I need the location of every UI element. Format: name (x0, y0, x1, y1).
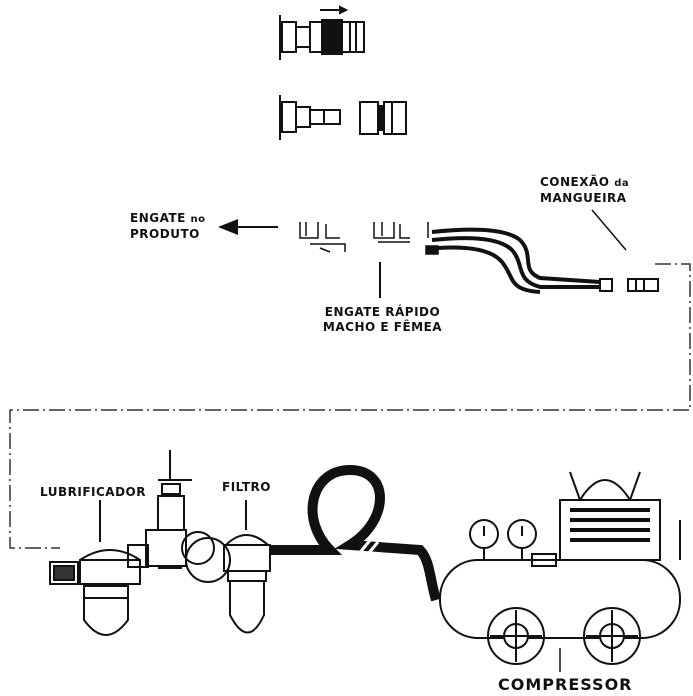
label-engate-rapido: ENGATE RÁPIDO MACHO E FÊMEA (310, 305, 455, 335)
conexao-da: da (614, 178, 629, 189)
coupling-connected (280, 7, 364, 60)
lubricator-unit (50, 500, 148, 635)
engate-produto-no: no (191, 214, 206, 225)
label-lubrificador: LUBRIFICADOR (40, 485, 146, 500)
label-compressor: COMPRESSOR (498, 675, 633, 695)
engate-produto-line2: PRODUTO (130, 227, 200, 241)
engate-rapido-line1: ENGATE RÁPIDO (325, 305, 440, 319)
small-couplers (300, 222, 438, 254)
filter-unit (224, 500, 270, 633)
compressor-unit (440, 472, 680, 664)
main-hose (270, 470, 436, 600)
engate-produto-word: ENGATE (130, 211, 186, 225)
conexao-word: CONEXÃO (540, 175, 610, 189)
hose-connector (600, 279, 658, 291)
label-conexao-mangueira: CONEXÃO da MANGUEIRA (540, 175, 629, 206)
coiled-hose (432, 230, 600, 292)
engate-rapido-line2: MACHO E FÊMEA (323, 320, 442, 334)
coupling-disconnected (280, 95, 406, 140)
label-engate-no-produto: ENGATE no PRODUTO (130, 211, 206, 242)
leader-conexao (592, 210, 626, 250)
regulator-unit (146, 450, 230, 582)
label-filtro: FILTRO (222, 480, 271, 495)
conexao-line2: MANGUEIRA (540, 191, 627, 205)
